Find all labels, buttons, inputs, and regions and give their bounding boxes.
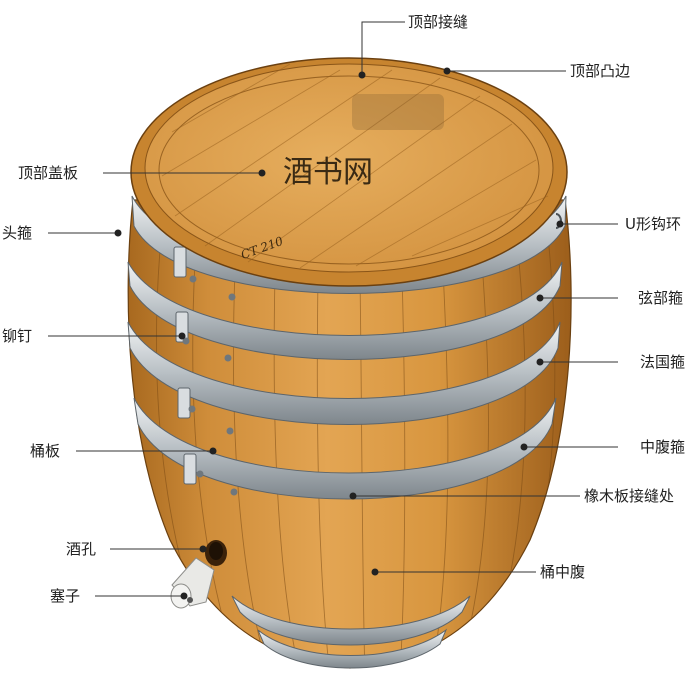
label-head: 顶部盖板 (18, 164, 78, 182)
label-french-hoop: 法国箍 (640, 353, 685, 371)
leader-lines (48, 21, 618, 600)
lower-hoop (231, 595, 471, 646)
rivet (230, 488, 238, 496)
french-hoop (127, 321, 561, 425)
hoop-clamp (173, 246, 187, 278)
watermark-text: 酒书网 (283, 155, 373, 190)
rivet (182, 337, 190, 345)
bottom-hoop (257, 628, 448, 669)
label-quarter-hoop: 弦部箍 (638, 289, 683, 307)
barrel-head: 酒书网 CT 210 (130, 57, 568, 287)
bilge-hoop (133, 397, 557, 500)
hoop-clamp (177, 387, 191, 419)
bung (170, 557, 215, 609)
hoop-clamp (183, 453, 197, 485)
label-rivet: 铆钉 (2, 327, 32, 345)
label-stave-joint: 橡木板接缝处 (584, 487, 674, 505)
rivet (228, 293, 236, 301)
label-stave: 桶板 (30, 442, 60, 460)
label-head-hoop: 头箍 (2, 224, 32, 242)
rivet (188, 405, 196, 413)
label-bilge: 桶中腹 (540, 563, 585, 581)
label-bung-hole: 酒孔 (66, 540, 96, 558)
head-board (144, 63, 554, 273)
labels: 顶部接缝 顶部凸边 顶部盖板 头箍 U形钩环 弦部箍 铆钉 法国箍 桶板 中腹箍… (2, 13, 685, 605)
label-top-seam: 顶部接缝 (408, 13, 468, 31)
rivet (224, 354, 232, 362)
rivet (226, 427, 234, 435)
top-seam (158, 75, 540, 265)
bung-hole (205, 540, 227, 566)
quarter-hoop (127, 261, 563, 360)
label-bilge-hoop: 中腹箍 (640, 438, 685, 456)
label-top-chime: 顶部凸边 (570, 62, 630, 80)
rivet (189, 275, 197, 283)
rivets (173, 246, 238, 496)
rivet (196, 470, 204, 478)
label-u-ring: U形钩环 (625, 215, 681, 233)
cooper-logo (352, 94, 444, 130)
head-planks (161, 63, 549, 269)
label-bung: 塞子 (50, 587, 80, 605)
